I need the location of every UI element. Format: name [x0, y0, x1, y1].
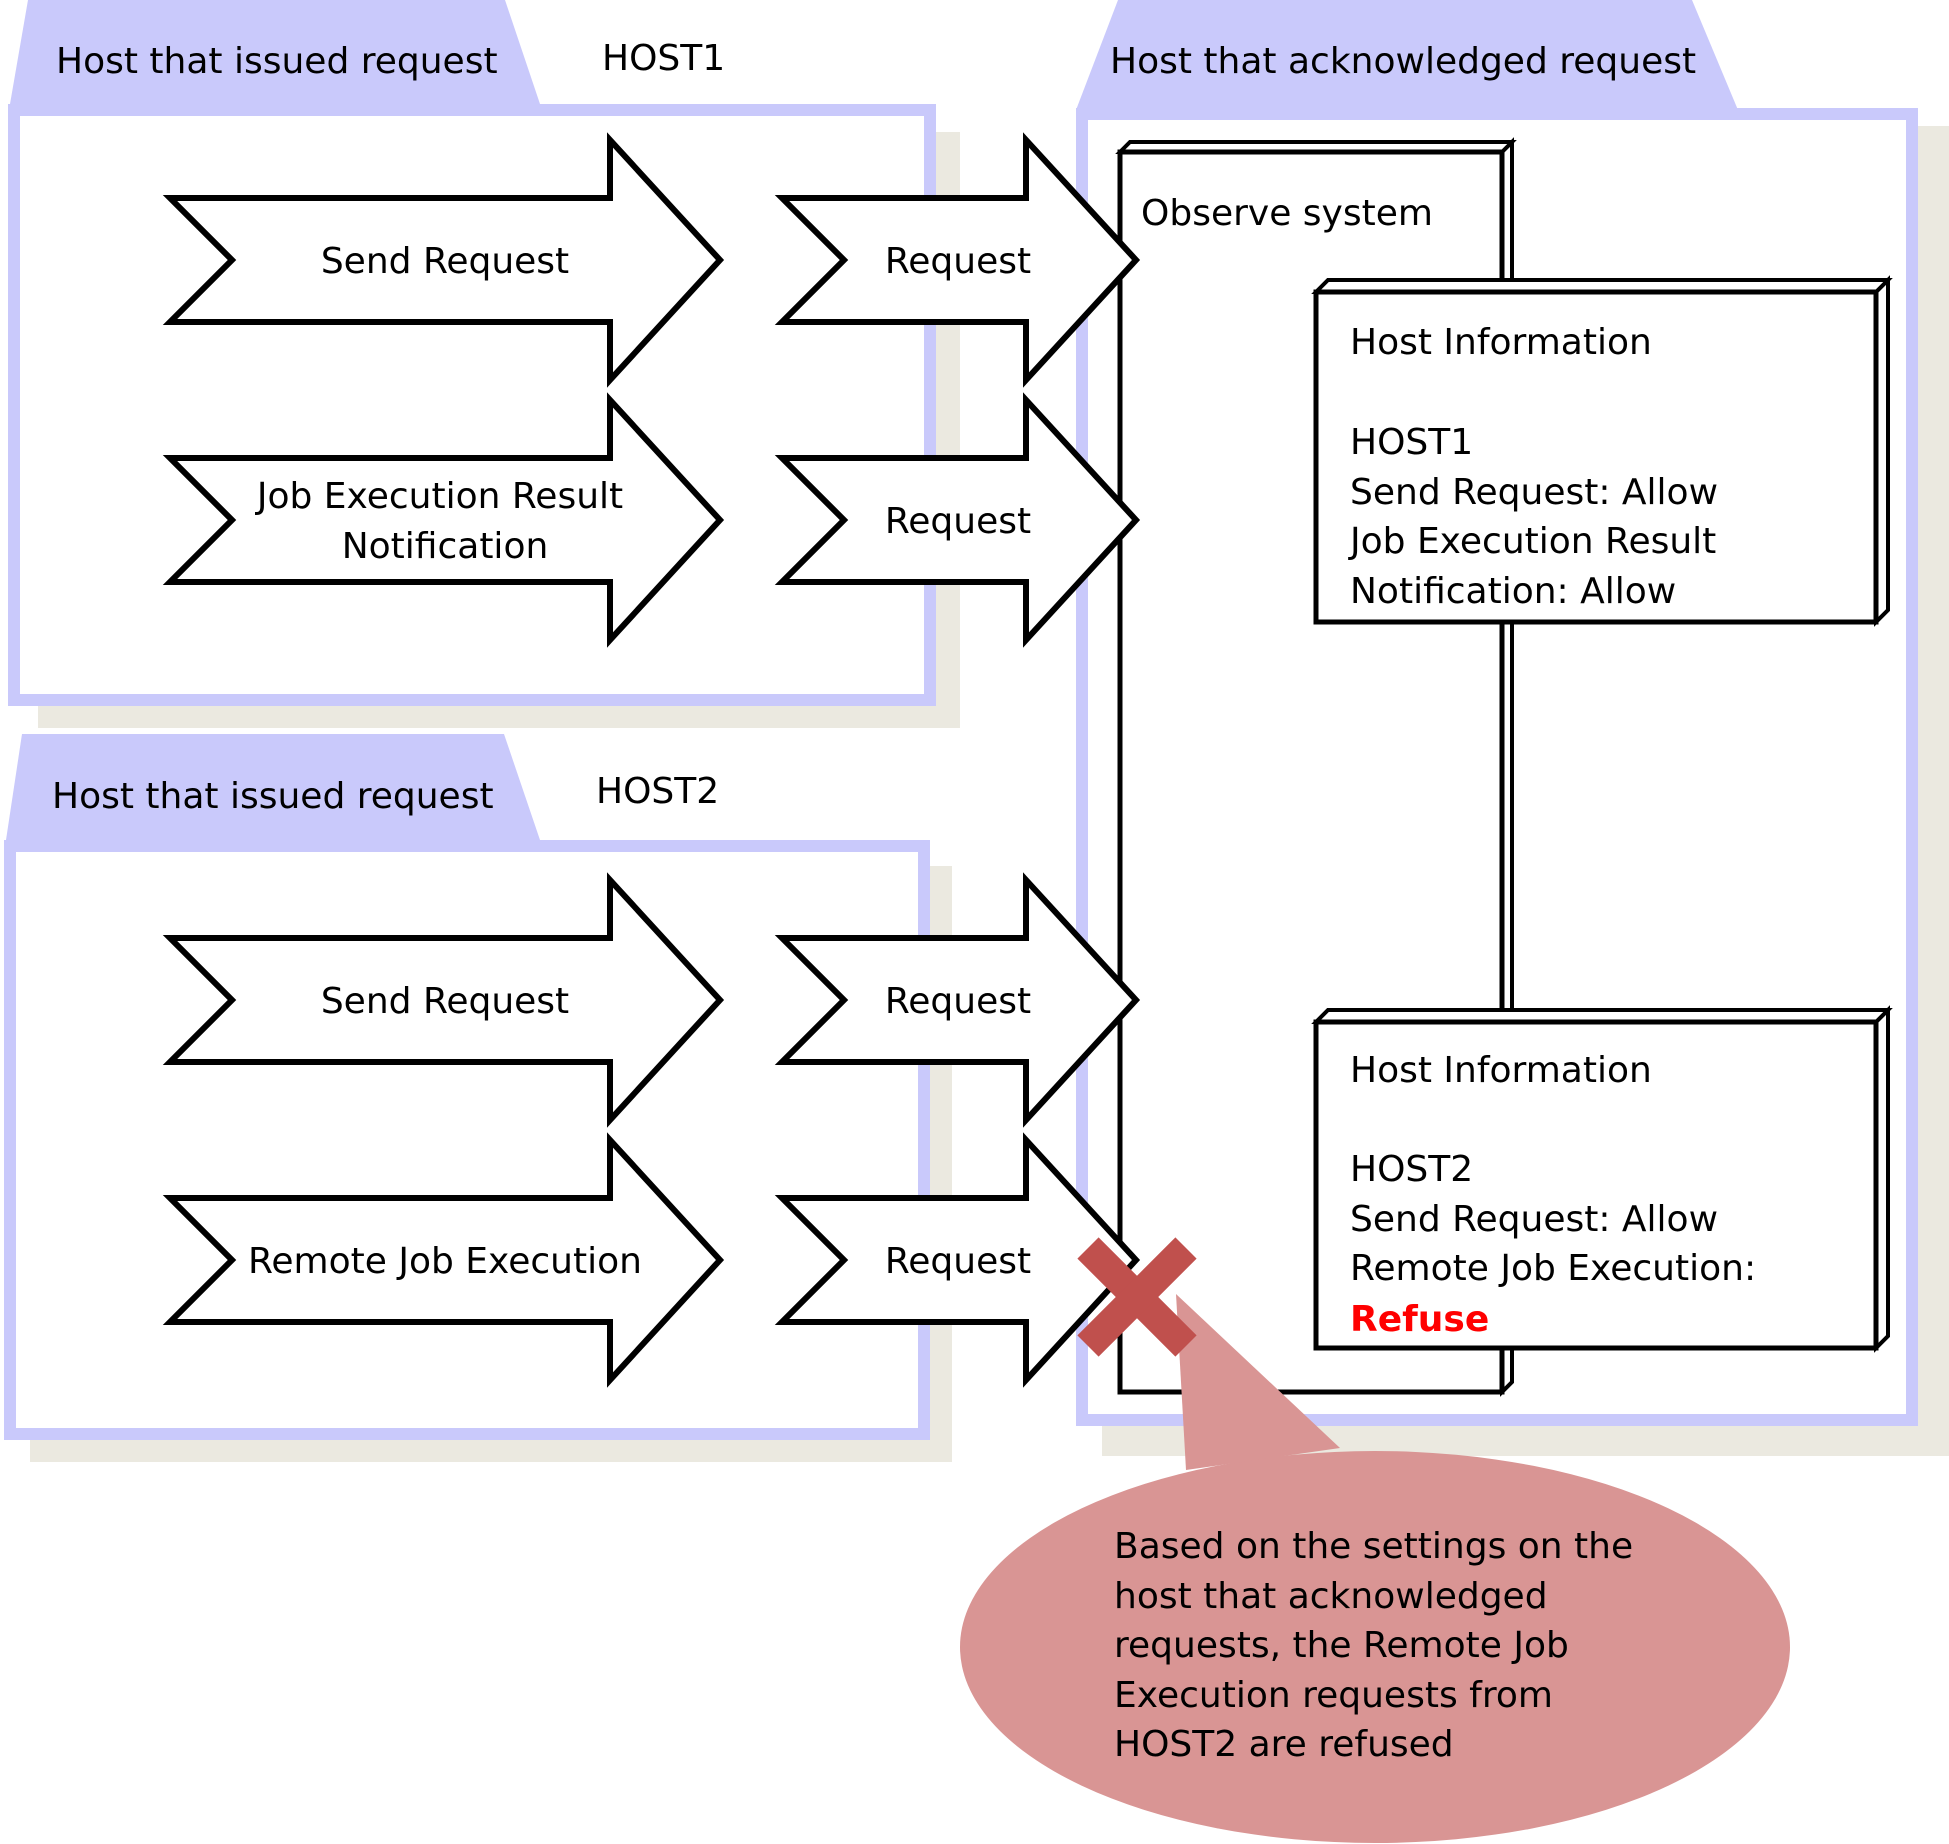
host2-tab-label: Host that issued request: [52, 776, 494, 817]
host2-request-arrow-2: Request: [774, 1132, 1141, 1388]
arrow-label: Remote Job Execution: [248, 1241, 642, 1282]
request-label: Request: [885, 501, 1031, 542]
host-info-box-2: Host Information HOST2 Send Request: All…: [1311, 1005, 1893, 1353]
ack-tab-label: Host that acknowledged request: [1110, 41, 1696, 82]
host1-request-arrow-2: Request: [774, 392, 1141, 648]
callout-ellipse: [960, 1451, 1790, 1843]
host-info-box-1: Host Information HOST1 Send Request: All…: [1311, 275, 1893, 627]
observe-system-label: Observe system: [1141, 193, 1433, 234]
host2-send-request-arrow: Send Request: [162, 872, 725, 1128]
request-label: Request: [885, 1241, 1031, 1282]
cross-icon: [1077, 1237, 1197, 1357]
host-info-1-title: Host Information: [1350, 322, 1652, 363]
callout-line: Based on the settings on the: [1114, 1526, 1633, 1567]
arrow-label: Send Request: [321, 241, 569, 282]
host-info-1-line: HOST1: [1350, 422, 1473, 463]
host-info-1-face: [1313, 289, 1879, 625]
host2-remote-job-arrow: Remote Job Execution: [162, 1132, 725, 1388]
host-info-2-line: HOST2: [1350, 1149, 1473, 1190]
host-info-2-line: Remote Job Execution:: [1350, 1248, 1756, 1289]
request-label: Request: [885, 241, 1031, 282]
callout-line: HOST2 are refused: [1114, 1724, 1454, 1765]
host1-host-name: HOST1: [602, 38, 725, 79]
host1-request-arrow-1: Request: [774, 132, 1141, 388]
ack-panel-tab: [1076, 0, 1738, 110]
host2-request-arrow-1: Request: [774, 872, 1141, 1128]
host-info-2-title: Host Information: [1350, 1050, 1652, 1091]
arrow-label: Job Execution Result: [255, 476, 623, 517]
host-info-2-face: [1313, 1019, 1879, 1351]
callout-line: requests, the Remote Job: [1114, 1625, 1569, 1666]
host2-panel-tab: [6, 734, 540, 840]
request-label: Request: [885, 981, 1031, 1022]
host2-panel-body: [4, 840, 930, 1440]
host-info-1-line: Send Request: Allow: [1350, 472, 1718, 513]
host-info-2-line: Send Request: Allow: [1350, 1199, 1718, 1240]
host1-panel-tab: [10, 0, 540, 104]
arrow-label: Notification: [342, 526, 549, 567]
host1-tab-label: Host that issued request: [56, 41, 498, 82]
host-info-1-line: Job Execution Result: [1348, 521, 1716, 562]
host1-job-result-arrow: Job Execution Result Notification: [162, 392, 725, 648]
refuse-label: Refuse: [1350, 1299, 1489, 1340]
host2-host-name: HOST2: [596, 771, 719, 812]
callout-line: host that acknowledged: [1114, 1576, 1548, 1617]
arrow-label: Send Request: [321, 981, 569, 1022]
host-info-1-line: Notification: Allow: [1350, 571, 1676, 612]
callout-pointer: [1176, 1294, 1340, 1470]
host2-panel: Host that issued request HOST2: [4, 734, 952, 1462]
host1-panel: Host that issued request HOST1: [8, 0, 960, 728]
callout-line: Execution requests from: [1114, 1675, 1553, 1716]
callout-bubble: Based on the settings on the host that a…: [960, 1294, 1790, 1843]
host1-send-request-arrow: Send Request: [162, 132, 725, 388]
